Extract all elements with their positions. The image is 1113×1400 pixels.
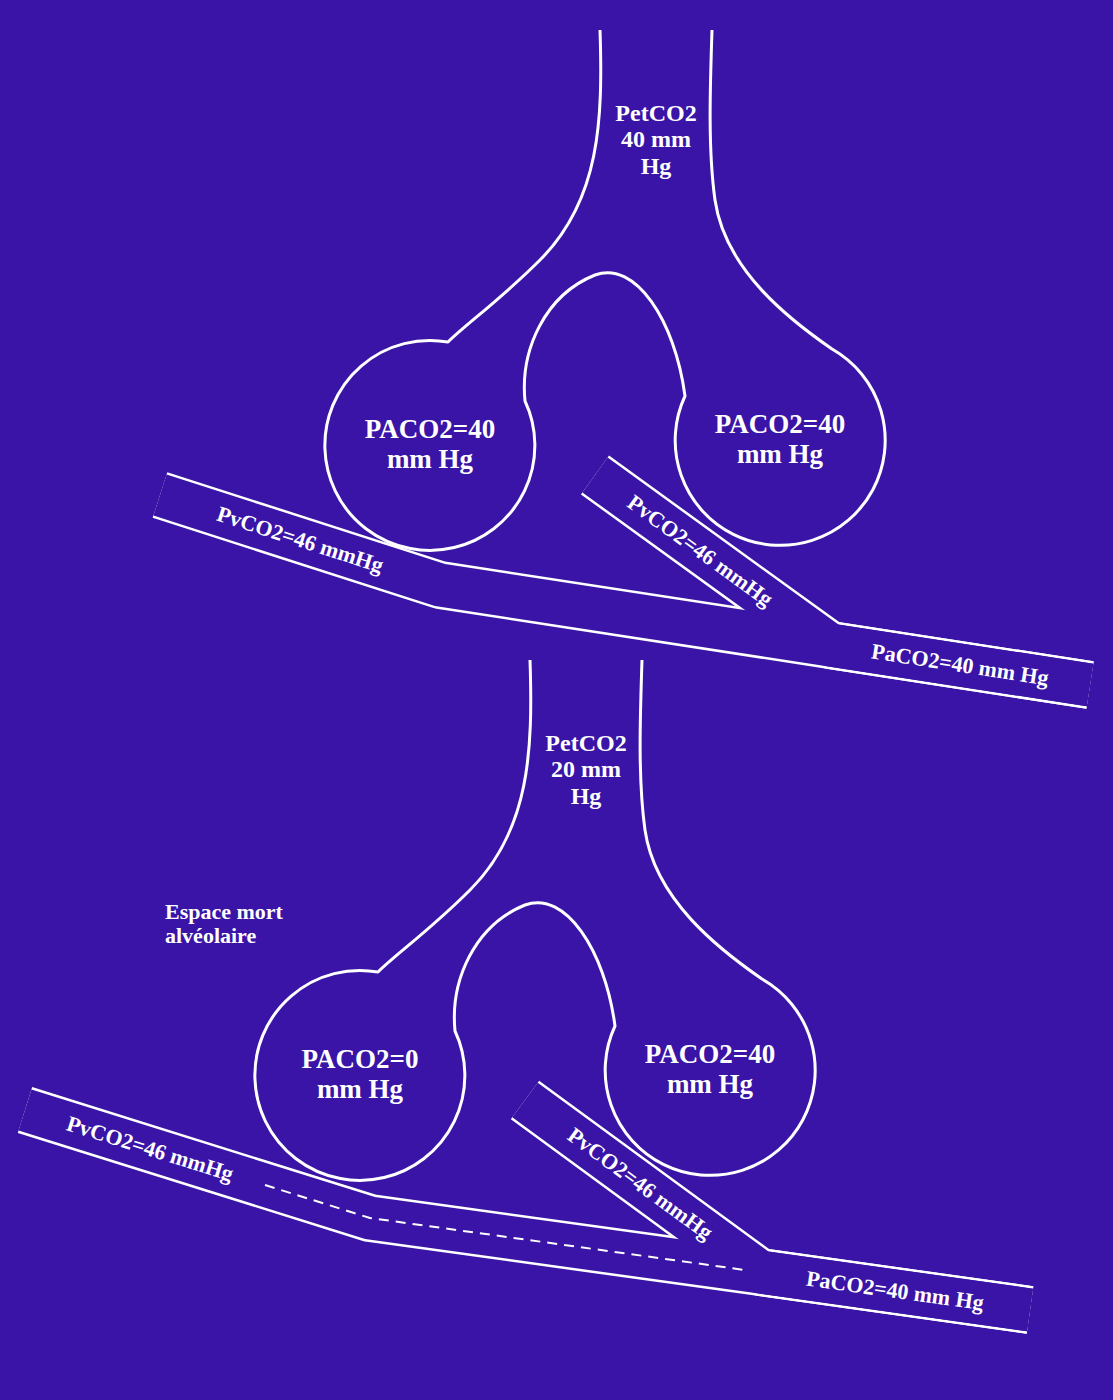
airway-label: Espace mort alvéolaire xyxy=(165,900,315,948)
alveolus: PACO2=40 mm Hg xyxy=(675,335,885,545)
capillary-label: PvCO2=46 mmHg xyxy=(211,501,389,579)
label-holder: PvCO2=46 mmHg xyxy=(211,501,389,579)
capillary-label: PvCO2=46 mmHg xyxy=(620,489,779,614)
label-holder: PvCO2=46 mmHg xyxy=(620,489,779,614)
airways xyxy=(255,30,885,1180)
capillary-label: PvCO2=46 mmHg xyxy=(561,1121,720,1246)
airway-label: PetCO2 40 mm Hg xyxy=(609,100,703,179)
label-holder: PetCO2 40 mm Hg xyxy=(609,100,703,179)
capillary-wall xyxy=(525,1100,1030,1310)
capillary-label: PaCO2=40 mm Hg xyxy=(867,639,1053,691)
capillary-label: PvCO2=46 mmHg xyxy=(61,1111,239,1188)
alveolus: PACO2=40 mm Hg xyxy=(325,340,535,550)
label-holder: Espace mort alvéolaire xyxy=(165,900,315,948)
pressure-value: PACO2=40 mm Hg xyxy=(639,1040,781,1099)
label-holder: PvCO2=46 mmHg xyxy=(561,1121,720,1246)
capillary-wall xyxy=(595,475,1090,685)
alveolus: PACO2=40 mm Hg xyxy=(605,965,815,1175)
label-holder: PetCO2 20 mm Hg xyxy=(539,730,633,809)
alveoli-outline xyxy=(255,660,815,1180)
pressure-value: PACO2=40 mm Hg xyxy=(359,415,501,474)
alveoli-outline xyxy=(325,30,885,550)
capillary-lumen xyxy=(525,1100,1030,1310)
capillary-lumen xyxy=(595,475,1090,685)
label-holder: PvCO2=46 mmHg xyxy=(61,1111,239,1188)
label-holder: PaCO2=40 mm Hg xyxy=(802,1266,988,1316)
pressure-value: PACO2=40 mm Hg xyxy=(709,410,851,469)
airway-label: PetCO2 20 mm Hg xyxy=(539,730,633,809)
capillary-label: PaCO2=40 mm Hg xyxy=(802,1266,988,1316)
pressure-value: PACO2=0 mm Hg xyxy=(289,1045,431,1104)
alveolus: PACO2=0 mm Hg xyxy=(255,970,465,1180)
label-holder: PaCO2=40 mm Hg xyxy=(867,639,1053,691)
capillaries xyxy=(25,475,1090,1310)
